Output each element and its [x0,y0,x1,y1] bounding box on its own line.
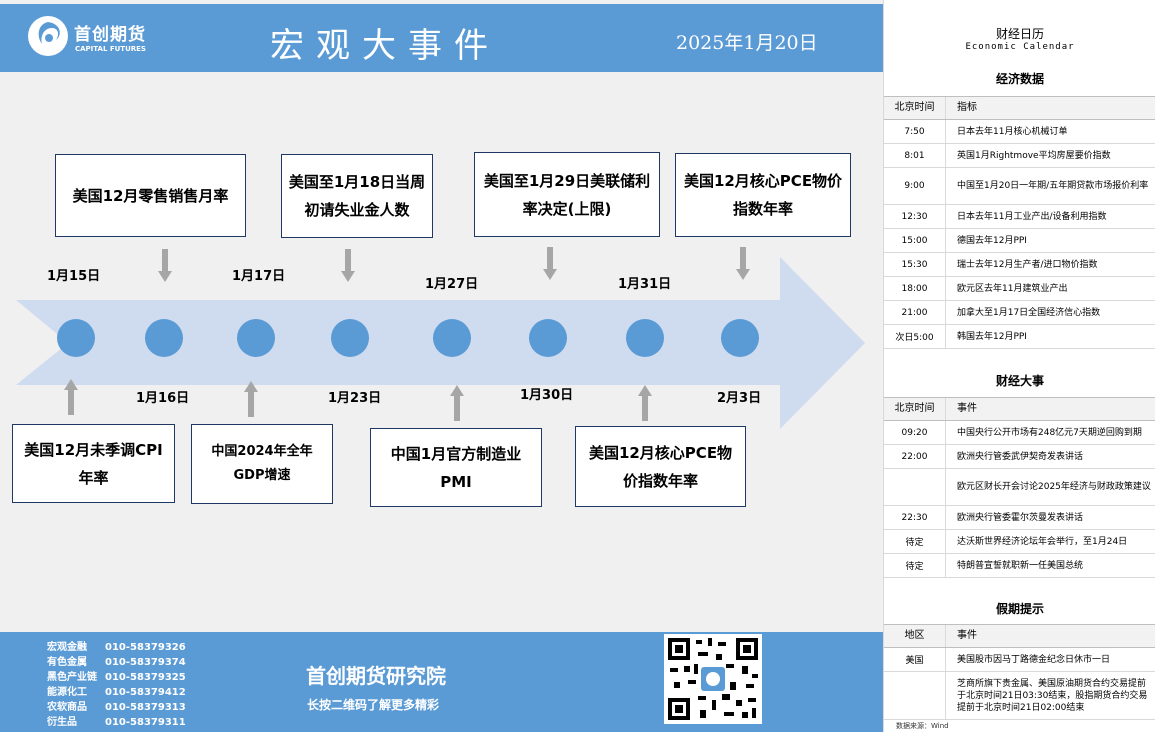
up-arrow-icon [638,385,652,421]
timeline-dot [145,319,183,357]
section-title-events: 财经大事 [995,374,1044,388]
event-box-bottom-4: 美国12月核心PCE物价指数年率 [575,426,746,507]
table-header: 北京时间 指标 [884,96,1155,120]
timeline-dot [721,319,759,357]
date-label: 1月27日 [425,277,479,292]
table-row: 待定特朗普宣誓就职新一任美国总统 [884,554,1155,578]
timeline-dot [331,319,369,357]
date-label: 1月16日 [136,391,190,406]
table-row: 待定达沃斯世界经济论坛年会举行，至1月24日 [884,530,1155,554]
table-row: 美国美国股市因马丁路德金纪念日休市一日 [884,648,1155,672]
up-arrow-icon [244,381,258,417]
up-arrow-icon [450,385,464,421]
down-arrow-icon [158,249,172,282]
section-title-holidays: 假期提示 [995,602,1044,616]
down-arrow-icon [341,249,355,282]
qr-slogan: 长按二维码了解更多精彩 [307,698,440,712]
logo-text-en: CAPITAL FUTURES [75,45,146,53]
event-box-bottom-3: 中国1月官方制造业PMI [370,428,542,507]
timeline-dot [433,319,471,357]
page-title: 宏观大事件 [270,26,500,66]
down-arrow-icon [543,247,557,280]
timeline-dot [529,319,567,357]
timeline-dot [237,319,275,357]
economic-calendar-panel: 财经日历 Economic Calendar 经济数据 北京时间 指标 7:50… [883,0,1155,732]
date-label: 1月30日 [520,388,574,403]
timeline-dot [626,319,664,357]
report-date: 2025年1月20日 [676,32,818,54]
table-header: 北京时间 事件 [884,397,1155,421]
event-box-top-1: 美国12月零售销售月率 [55,154,246,237]
date-label: 1月15日 [47,269,101,284]
event-box-bottom-1: 美国12月未季调CPI年率 [12,424,175,503]
data-source-note: 数据来源：Wind [896,722,949,730]
logo-text-cn: 首创期货 [74,25,146,45]
qr-code-icon[interactable] [664,634,762,724]
date-label: 2月3日 [717,391,762,406]
event-box-top-3: 美国至1月29日美联储利率决定(上限) [474,152,660,237]
table-row: 芝商所旗下贵金属、美国原油期货合约交易提前于北京时间21日03:30结束，股指期… [884,672,1155,720]
event-box-bottom-2: 中国2024年全年GDP增速 [191,424,333,504]
event-timeline: 美国12月零售销售月率 美国至1月18日当周初请失业金人数 美国至1月29日美联… [0,72,883,632]
up-arrow-icon [64,379,78,415]
timeline-dot [57,319,95,357]
table-header: 地区 事件 [884,624,1155,648]
section-title-data: 经济数据 [995,72,1044,86]
macro-events-panel: 首创期货 CAPITAL FUTURES 宏观大事件 2025年1月20日 美国… [0,0,883,732]
company-logo: 首创期货 CAPITAL FUTURES [26,12,156,62]
date-label: 1月17日 [232,269,286,284]
table-row: 欧元区财长开会讨论2025年经济与财政政策建议 [884,469,1155,506]
calendar-title: 财经日历 [995,27,1044,41]
date-label: 1月31日 [618,277,672,292]
event-box-top-4: 美国12月核心PCE物价指数年率 [675,153,851,237]
header-bar: 首创期货 CAPITAL FUTURES 宏观大事件 2025年1月20日 [0,4,883,72]
logo-emblem-icon [28,16,68,56]
institute-name: 首创期货研究院 [306,664,446,688]
event-box-top-2: 美国至1月18日当周初请失业金人数 [281,154,433,238]
date-label: 1月23日 [328,391,382,406]
calendar-subtitle: Economic Calendar [965,42,1075,52]
down-arrow-icon [736,247,750,280]
